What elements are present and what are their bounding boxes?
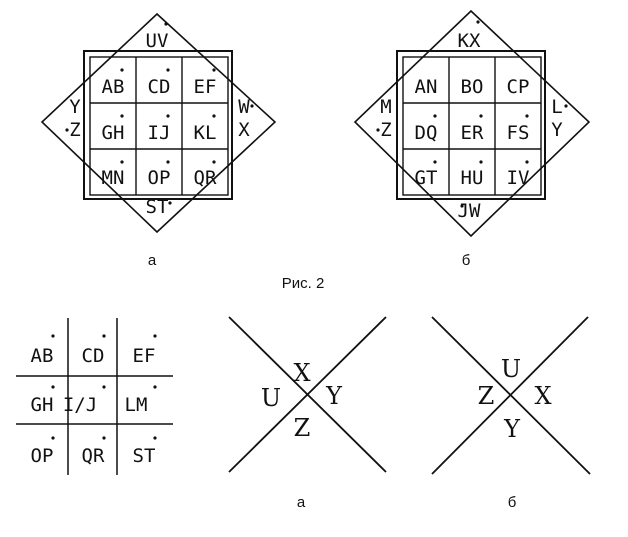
panel-b-cell: AN: [415, 76, 438, 98]
panel-a-cell: EF: [194, 76, 217, 98]
panel-b-cell: CP: [507, 76, 530, 98]
panel-b-right-letter-2: Y: [551, 119, 563, 141]
panel-b-cell: GT: [415, 167, 438, 189]
panel-a-cell: KL: [194, 122, 217, 144]
panel-b-cell: HU: [461, 167, 484, 189]
cross-b-right-letter: X: [534, 382, 551, 410]
cross-b-bottom-letter: Y: [503, 415, 521, 443]
panel-a-dots: [65, 22, 254, 205]
panel-b-left-letter-2: Z: [380, 119, 391, 141]
panel-a-bottom-letters: ST: [146, 196, 169, 218]
panel-b-grid-frame: [402, 56, 542, 196]
panel-a-right-letter-1: W: [238, 96, 250, 118]
panel-b-cell: DQ: [415, 122, 438, 144]
panel-b: AN BO CP DQ ER FS GT HU IV KX JW M Z L Y…: [353, 9, 591, 269]
bottom-grid-cell: EF: [133, 345, 156, 367]
panel-a-cell: IJ: [148, 122, 171, 144]
panel-a-left-letter-2: Z: [69, 119, 80, 141]
panel-b-cell: IV: [507, 167, 530, 189]
cross-b-label: б: [508, 494, 517, 511]
panel-a-cell: CD: [148, 76, 171, 98]
panel-b-cell: ER: [461, 122, 484, 144]
bottom-grid-cell: AB: [31, 345, 54, 367]
bottom-grid-cell: QR: [82, 445, 105, 467]
bottom-grid-cell: ST: [133, 445, 156, 467]
cross-a-left-letter: U: [261, 384, 281, 412]
cross-b: U Z X Y б: [431, 316, 591, 511]
panel-a-diamond: [40, 12, 277, 234]
bottom-grid: AB CD EF GH I/J LM OP QR ST: [16, 318, 173, 475]
panel-b-dots: [376, 20, 568, 208]
panel-b-cell: FS: [507, 122, 530, 144]
cross-b-top-letter: U: [501, 355, 521, 383]
panel-b-right-letter-1: L: [551, 96, 562, 118]
cross-a: X U Y Z а: [228, 316, 387, 511]
panel-b-cell: BO: [461, 76, 484, 98]
panel-a-top-letters: UV: [146, 30, 169, 52]
panel-b-left-letter-1: M: [380, 96, 391, 118]
bottom-grid-cell: I/J: [63, 394, 97, 416]
panel-a-cell: QR: [194, 167, 217, 189]
cross-a-label: а: [297, 494, 306, 511]
cross-a-bottom-letter: Z: [294, 414, 311, 442]
panel-a-grid-frame: [89, 56, 229, 196]
cross-a-top-letter: X: [293, 359, 310, 387]
panel-a-label: а: [148, 252, 157, 269]
bottom-grid-cell: GH: [31, 394, 54, 416]
cross-a-right-letter: Y: [325, 382, 343, 410]
panel-a: AB CD EF GH IJ KL MN OP QR UV ST Y Z W X…: [40, 12, 277, 269]
panel-a-cell: GH: [102, 122, 125, 144]
panel-a-cell: MN: [102, 167, 125, 189]
panel-a-left-letter-1: Y: [69, 96, 81, 118]
panel-a-outer-frame: [83, 50, 233, 200]
bottom-grid-cell: LM: [125, 394, 148, 416]
figure-caption: Рис. 2: [282, 275, 325, 292]
panel-b-outer-frame: [396, 50, 546, 200]
bottom-grid-cell: CD: [82, 345, 105, 367]
bottom-grid-dots: [51, 334, 157, 440]
panel-a-cell: AB: [102, 76, 125, 98]
panel-a-right-letter-2: X: [238, 119, 250, 141]
panel-a-cell: OP: [148, 167, 171, 189]
panel-b-label: б: [462, 252, 471, 269]
panel-b-diamond: [353, 9, 591, 238]
panel-b-bottom-letters: JW: [458, 200, 481, 222]
bottom-grid-cell: OP: [31, 445, 54, 467]
cross-b-left-letter: Z: [478, 382, 495, 410]
panel-b-top-letters: KX: [458, 30, 481, 52]
